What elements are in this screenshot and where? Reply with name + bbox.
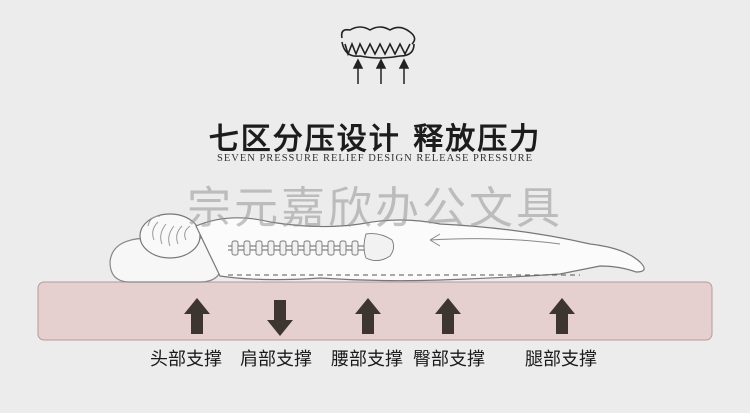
zone-label-head: 头部支撑 — [150, 349, 222, 370]
down-arrow-icon — [267, 300, 293, 336]
up-arrow-icon — [355, 298, 381, 334]
zone-label-leg: 腿部支撑 — [525, 349, 597, 370]
spine-icon — [340, 26, 416, 59]
up-arrow-icon — [549, 298, 575, 334]
up-arrow-icon — [435, 298, 461, 334]
zone-labels: 头部支撑 肩部支撑 腰部支撑 臀部支撑 腿部支撑 — [0, 345, 750, 375]
page-title: 七区分压设计 释放压力 — [208, 122, 542, 157]
up-arrow-icon — [352, 58, 410, 84]
zone-label-shoulder: 肩部支撑 — [240, 349, 312, 370]
zone-arrows — [184, 298, 575, 336]
zone-label-hip: 臀部支撑 — [413, 349, 485, 370]
page-subtitle: SEVEN PRESSURE RELIEF DESIGN RELEASE PRE… — [217, 153, 533, 164]
up-arrow-icon — [184, 298, 210, 334]
body-outline — [109, 213, 645, 283]
watermark: 宗元嘉欣办公文具 — [187, 183, 563, 234]
zone-label-waist: 腰部支撑 — [331, 349, 403, 370]
